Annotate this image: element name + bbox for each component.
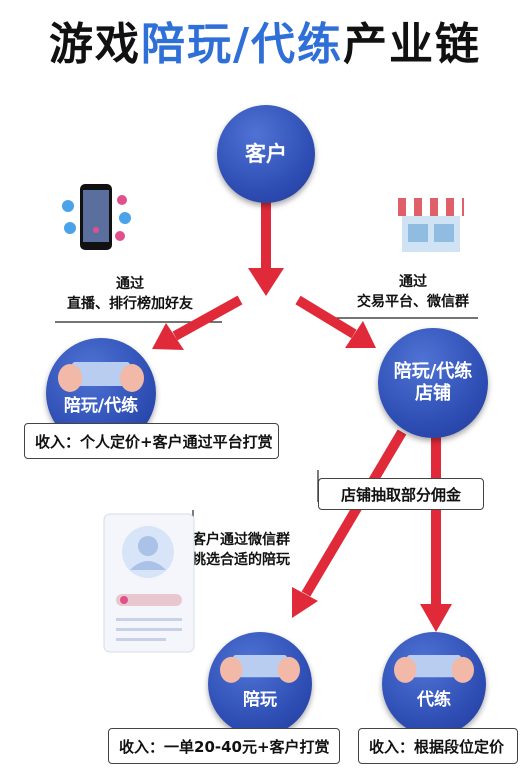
title-part-1: 游戏 xyxy=(48,19,141,70)
commission-text: 店铺抽取部分佣金 xyxy=(340,485,461,504)
arrow-to-worker xyxy=(172,295,243,341)
customer-label: 客户 xyxy=(245,141,287,166)
arrowhead-worker xyxy=(152,323,184,350)
booster-income-box: 收入：根据段位定价 xyxy=(358,728,518,764)
hands-phone-icon xyxy=(58,361,144,392)
title-part-3: 产业链 xyxy=(343,19,482,70)
channel-note-left: 通过 直播、排行榜加好友 xyxy=(10,274,250,315)
arrow-to-shop xyxy=(295,295,357,339)
channel-right-line1: 通过 xyxy=(399,274,427,290)
title-part-2: 陪玩/代练 xyxy=(140,19,344,70)
shop-icon xyxy=(398,198,464,252)
arrowhead-booster xyxy=(420,604,452,632)
commission-box: 店铺抽取部分佣金 xyxy=(318,478,484,510)
companion-node: 陪玩 xyxy=(208,632,312,736)
shop-label-line1: 陪玩/代练 xyxy=(393,360,473,382)
worker-income-box: 收入：个人定价+客户通过平台打赏 xyxy=(24,423,279,459)
channel-right-line2: 交易平台、微信群 xyxy=(357,294,469,311)
customer-node: 客户 xyxy=(217,105,315,203)
booster-income-text: 收入：根据段位定价 xyxy=(369,737,505,756)
profile-card-icon xyxy=(103,513,195,653)
companion-label: 陪玩 xyxy=(243,690,277,711)
arrowhead-customer xyxy=(248,268,284,296)
hands-phone-icon xyxy=(394,654,474,683)
shop-label-line2: 店铺 xyxy=(415,383,451,404)
wechat-note: 客户通过微信群 挑选合适的陪玩 xyxy=(192,530,332,571)
hands-phone-icon xyxy=(220,654,300,683)
channel-left-line1: 通过 xyxy=(116,276,144,292)
companion-income-text: 收入：一单20-40元+客户打赏 xyxy=(119,737,330,756)
shop-node: 陪玩/代练 店铺 xyxy=(378,328,488,438)
arrow-shop-to-companion xyxy=(301,429,407,597)
booster-label: 代练 xyxy=(417,690,451,711)
companion-income-box: 收入：一单20-40元+客户打赏 xyxy=(108,728,340,764)
companion-worker-label: 陪玩/代练 xyxy=(63,396,139,417)
worker-income-text: 收入：个人定价+客户通过平台打赏 xyxy=(35,432,273,451)
wechat-note-line2: 挑选合适的陪玩 xyxy=(192,552,290,569)
channel-note-right: 通过 交易平台、微信群 xyxy=(318,272,508,313)
page-title: 游戏陪玩/代练产业链 xyxy=(0,8,530,72)
booster-node: 代练 xyxy=(382,632,486,736)
arrowhead-shop xyxy=(345,321,376,348)
arrowhead-companion xyxy=(292,587,318,618)
wechat-note-line1: 客户通过微信群 xyxy=(192,532,290,548)
smartphone-icon xyxy=(62,184,131,250)
channel-left-line2: 直播、排行榜加好友 xyxy=(67,296,193,313)
